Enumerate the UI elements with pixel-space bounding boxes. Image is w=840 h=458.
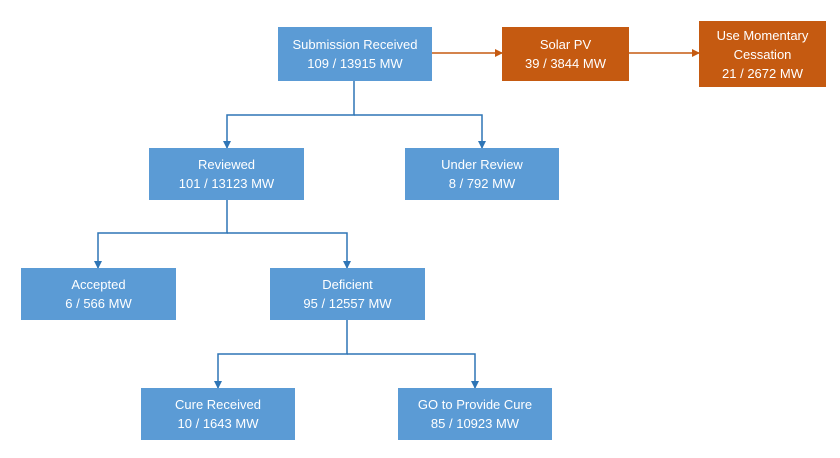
- node-cure-received: Cure Received 10 / 1643 MW: [141, 388, 295, 440]
- node-reviewed: Reviewed 101 / 13123 MW: [149, 148, 304, 200]
- connector-deficient-to-go-provide-cure: [347, 353, 479, 389]
- node-title-line1: Use Momentary: [716, 27, 809, 43]
- node-value: 39 / 3844 MW: [525, 56, 606, 71]
- node-title: GO to Provide Cure: [417, 397, 533, 412]
- connector-reviewed-to-deficient: [227, 232, 351, 269]
- node-title: Submission Received: [292, 37, 418, 52]
- node-title: Deficient: [322, 277, 373, 292]
- node-value: 101 / 13123 MW: [178, 176, 275, 191]
- node-title: Accepted: [71, 277, 126, 292]
- connector-submission-to-under-review: [354, 114, 486, 149]
- node-use-momentary-cessation: Use Momentary Cessation 21 / 2672 MW: [699, 21, 826, 87]
- node-solar-pv: Solar PV 39 / 3844 MW: [502, 27, 629, 81]
- node-value: 6 / 566 MW: [65, 296, 132, 311]
- node-title: Cure Received: [175, 397, 261, 412]
- node-value: 8 / 792 MW: [448, 176, 516, 191]
- node-title: Solar PV: [539, 37, 592, 52]
- connector-reviewed-to-accepted: [94, 200, 228, 269]
- node-go-to-provide-cure: GO to Provide Cure 85 / 10923 MW: [398, 388, 552, 440]
- node-accepted: Accepted 6 / 566 MW: [21, 268, 176, 320]
- node-value: 21 / 2672 MW: [722, 65, 803, 81]
- node-under-review: Under Review 8 / 792 MW: [405, 148, 559, 200]
- node-title-line2: Cessation: [733, 46, 792, 62]
- connector-submission-to-reviewed: [223, 81, 355, 149]
- node-value: 10 / 1643 MW: [177, 416, 259, 431]
- node-title: Under Review: [441, 157, 523, 172]
- node-value: 95 / 12557 MW: [303, 296, 392, 311]
- connector-deficient-to-cure-received: [214, 320, 348, 389]
- node-value: 85 / 10923 MW: [430, 416, 520, 431]
- node-submission-received: Submission Received 109 / 13915 MW: [278, 27, 432, 81]
- node-deficient: Deficient 95 / 12557 MW: [270, 268, 425, 320]
- node-value: 109 / 13915 MW: [307, 56, 403, 71]
- node-title: Reviewed: [197, 157, 256, 172]
